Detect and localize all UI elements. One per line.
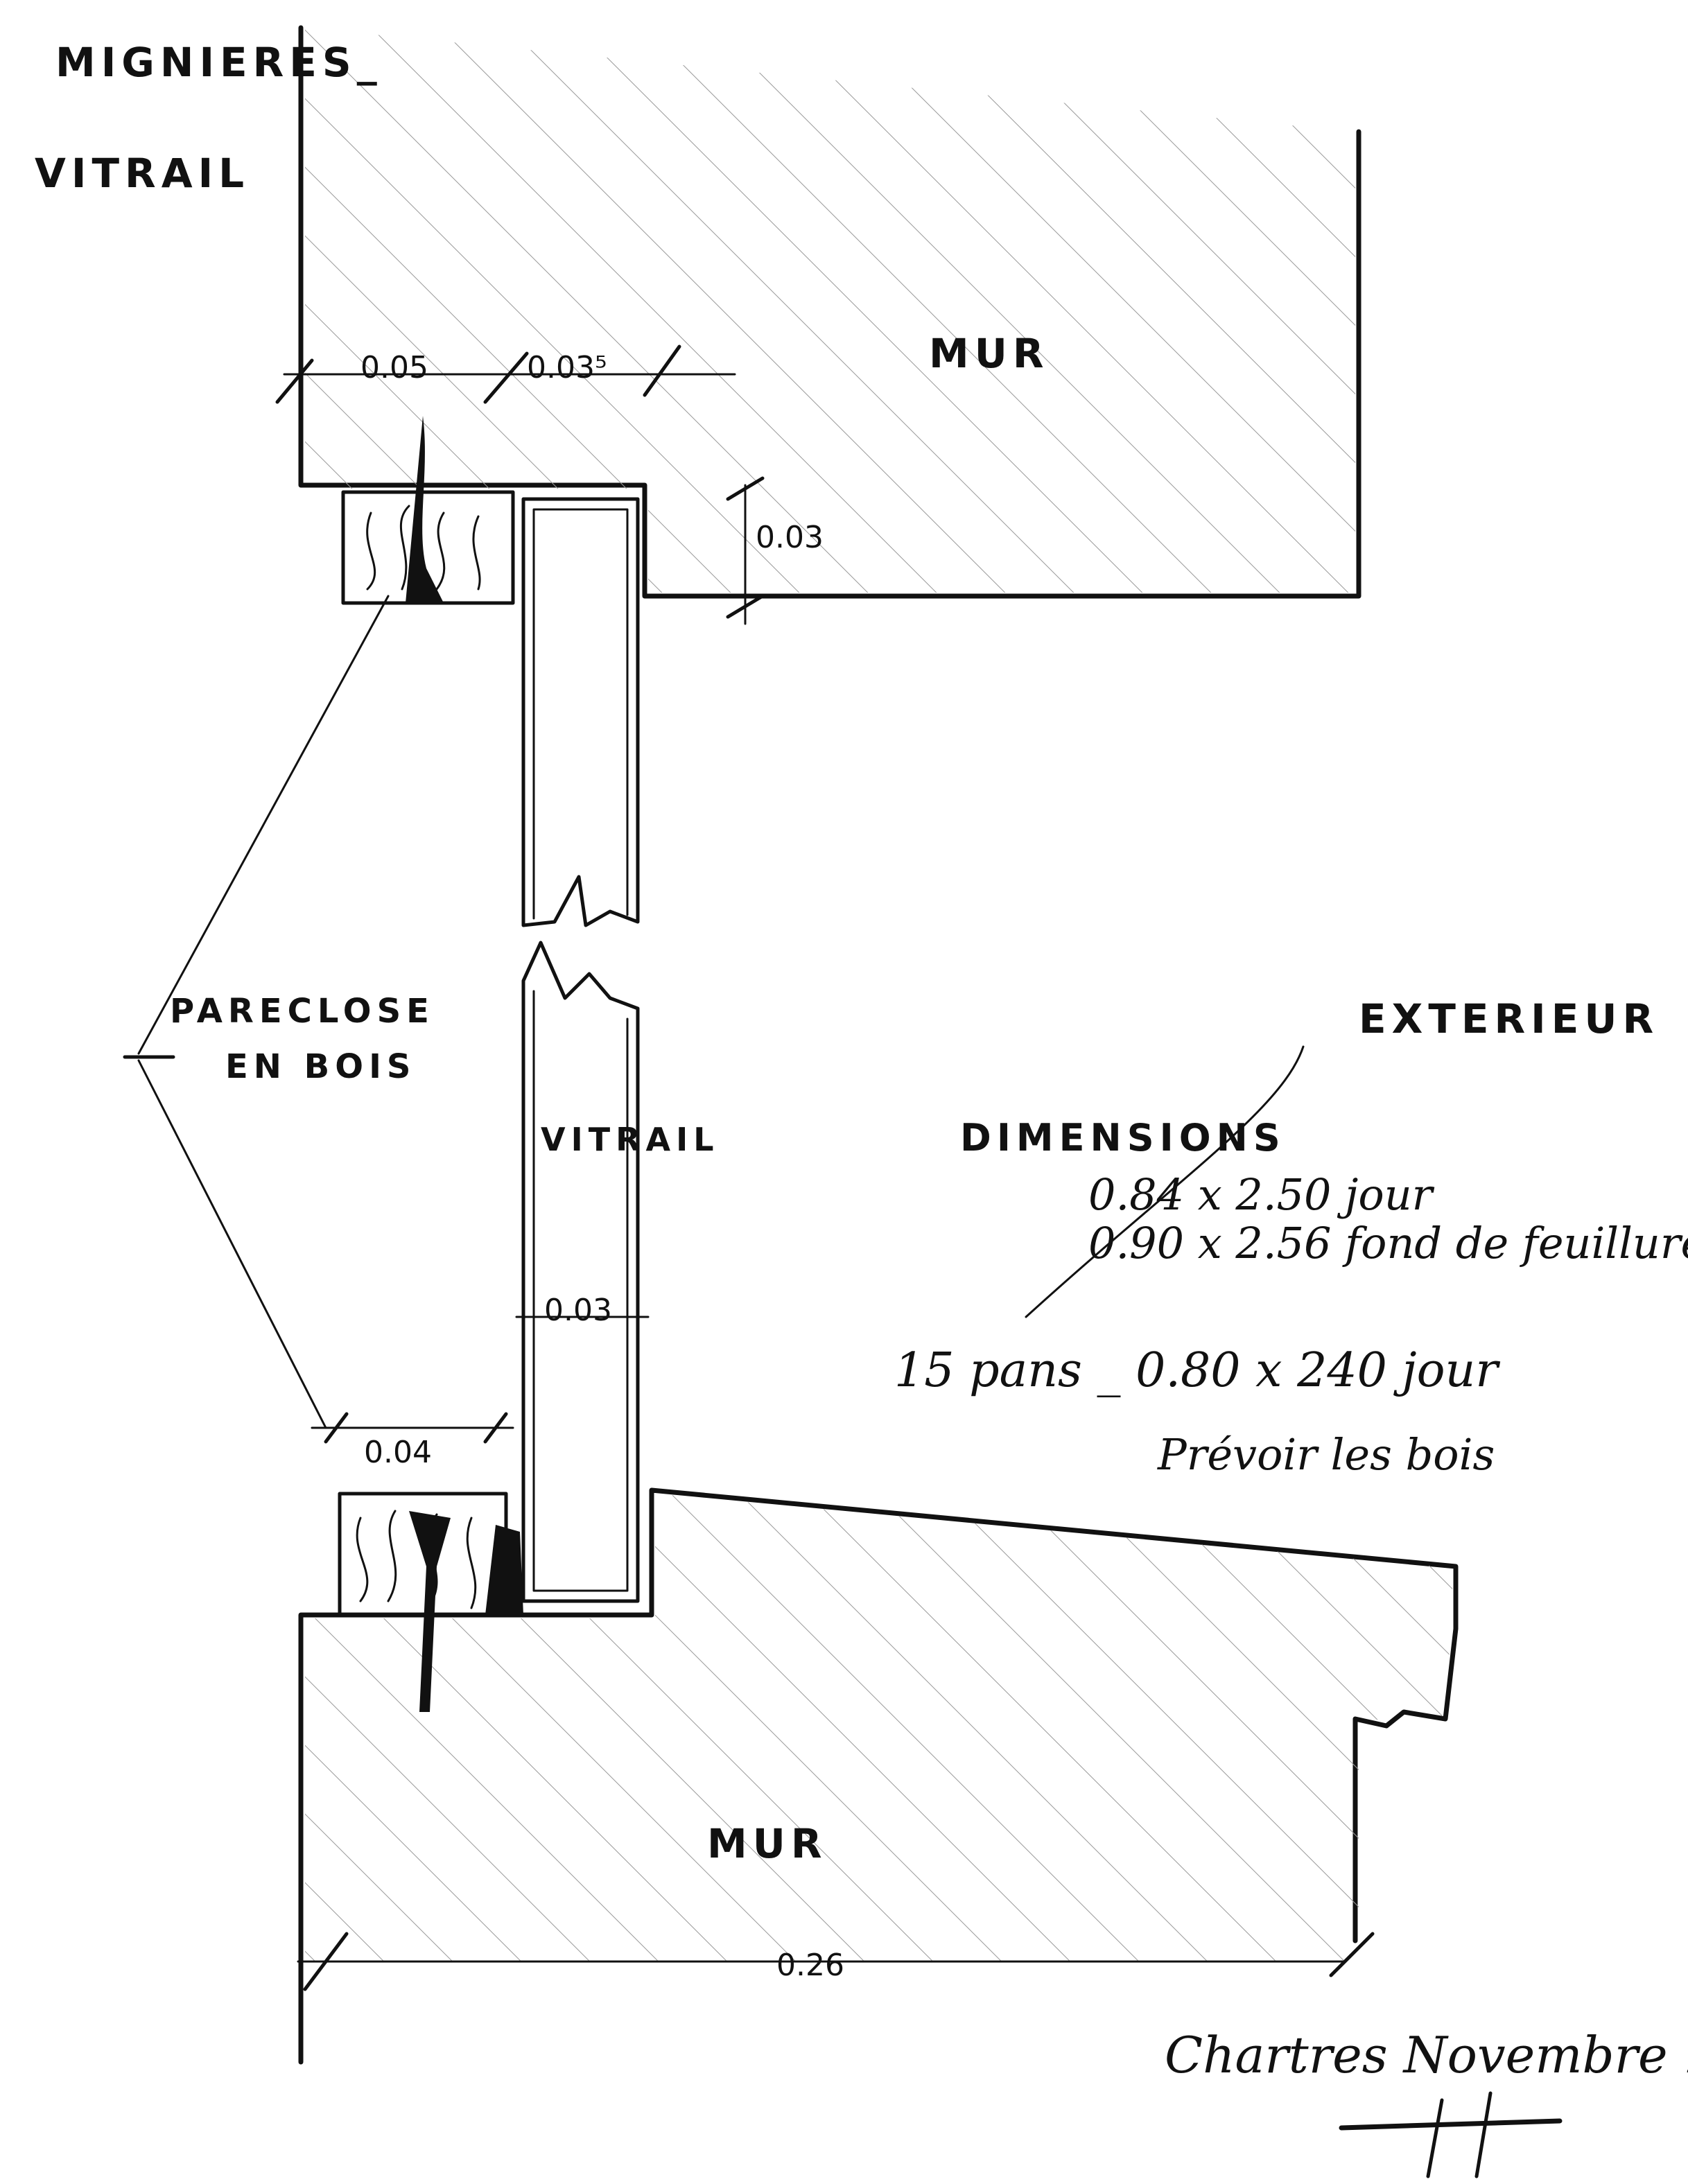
label-parclose-2: EN BOIS — [225, 1047, 417, 1086]
label-mur-bottom: MUR — [707, 1820, 827, 1867]
label-vitrail: VITRAIL — [541, 1121, 720, 1158]
label-exterieur: EXTERIEUR — [1359, 995, 1659, 1042]
parclose-top — [341, 416, 515, 605]
notes-line-3: 15 pans _ 0.80 x 240 jour — [894, 1343, 1500, 1398]
notes-line-1: 0.84 x 2.50 jour — [1088, 1169, 1435, 1220]
header-subject: VITRAIL — [35, 150, 250, 197]
dim-wall-thickness: 0.26 — [776, 1948, 844, 1983]
label-parclose-1: PARECLOSE — [170, 992, 435, 1031]
dim-parclose-width: 0.04 — [364, 1435, 432, 1470]
parclose-bottom — [338, 1492, 523, 1712]
dim-top-b: 0.03⁵ — [527, 350, 607, 385]
dim-glass-thickness: 0.03 — [544, 1293, 612, 1328]
signature-place-date: Chartres Novembre 1968 — [1165, 2026, 1688, 2084]
header-location: MIGNIERES_ — [55, 39, 383, 86]
parclose-leaders — [123, 595, 390, 1429]
label-mur-top: MUR — [929, 330, 1049, 377]
lower-wall — [298, 1487, 1459, 2065]
notes-line-4: Prévoir les bois — [1157, 1429, 1495, 1480]
notes-title: DIMENSIONS — [960, 1116, 1286, 1160]
upper-wall — [298, 25, 1361, 599]
notes-line-2: 0.90 x 2.56 fond de feuillure — [1088, 1218, 1688, 1268]
dimension-lines — [275, 344, 1375, 1991]
glass-pane — [521, 497, 640, 1603]
signature-mark — [1025, 1045, 1563, 2178]
dim-top-a: 0.05 — [360, 350, 428, 385]
dim-rebate-height: 0.03 — [756, 520, 824, 555]
